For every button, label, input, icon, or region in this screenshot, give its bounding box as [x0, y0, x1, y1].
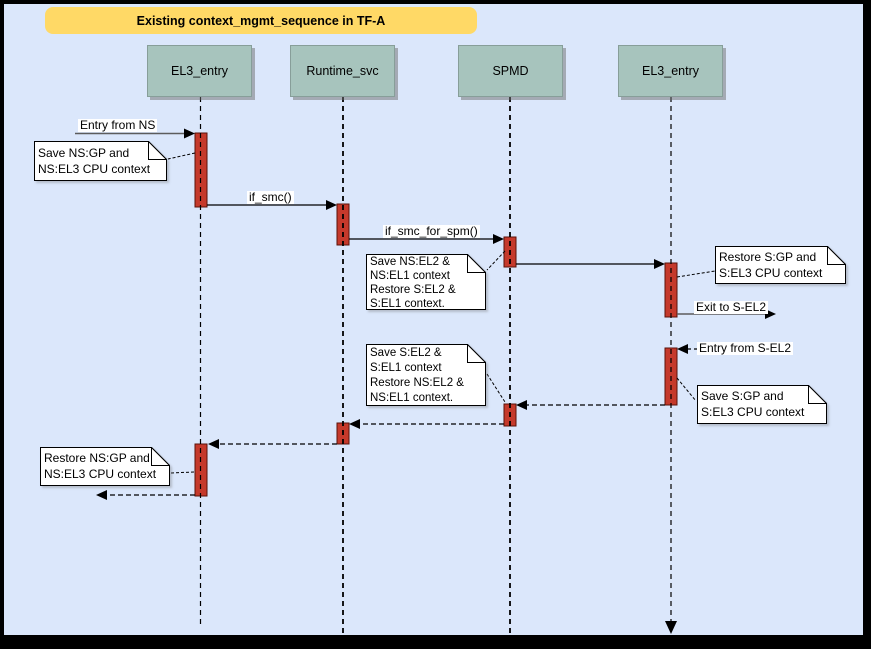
arrowhead-entry-from-sel2 — [677, 344, 688, 354]
note-shape — [715, 246, 846, 284]
lifeline-header-label: Runtime_svc — [306, 64, 379, 78]
arrowhead-entry-from-ns — [184, 128, 195, 139]
lifeline-header-spmd: SPMD — [458, 45, 563, 97]
note-fold-icon — [808, 385, 827, 404]
note-connector-6 — [169, 471, 195, 474]
note-restore-sgp: Restore S:GP and S:EL3 CPU context — [715, 246, 846, 284]
note-save-sgp: Save S:GP and S:EL3 CPU context — [697, 385, 827, 424]
note-save-nsgp: Save NS:GP and NS:EL3 CPU context — [34, 141, 167, 181]
note-connector-2 — [486, 250, 506, 271]
message-label-if-smc: if_smc() — [247, 190, 294, 204]
note-restore-nsgp: Restore NS:GP and NS:EL3 CPU context — [40, 447, 170, 486]
note-fold-icon — [148, 141, 167, 160]
note-text: Save NS:GP and NS:EL3 CPU context — [38, 146, 151, 176]
message-label-if-smc-for-spm: if_smc_for_spm() — [383, 224, 480, 238]
note-text: Restore S:GP and S:EL3 CPU context — [719, 250, 823, 280]
lifeline-header-el3-entry-left: EL3_entry — [147, 45, 252, 97]
note-connector-5 — [486, 373, 506, 403]
arrowhead-if-smc — [326, 200, 337, 210]
note-save-sel2: Save S:EL2 & S:EL1 context Restore NS:EL… — [366, 344, 486, 406]
note-save-nsel2: Save NS:EL2 & NS:EL1 context Restore S:E… — [366, 254, 486, 310]
note-fold-icon — [467, 344, 486, 363]
diagram-background — [4, 4, 863, 635]
arrowhead-if-smc-for-spm — [493, 234, 504, 244]
note-text: Restore NS:GP and NS:EL3 CPU context — [44, 451, 157, 481]
arrowhead-el3-to-spmd-return — [516, 400, 527, 410]
message-label-entry-from-ns: Entry from NS — [78, 118, 158, 132]
note-text: Save NS:EL2 & NS:EL1 context Restore S:E… — [370, 256, 456, 310]
note-shape — [366, 254, 486, 310]
lifeline-header-el3-entry-right: EL3_entry — [618, 45, 723, 97]
note-fold-icon — [827, 246, 846, 265]
lifeline-header-label: EL3_entry — [642, 64, 699, 78]
message-label-exit-to-sel2: Exit to S-EL2 — [694, 300, 769, 314]
lifeline-header-label: SPMD — [492, 64, 529, 78]
lifeline-end-arrow-icon — [665, 621, 677, 634]
note-fold-icon — [151, 447, 170, 466]
note-fold-icon — [467, 254, 486, 273]
note-shape — [34, 141, 167, 181]
note-shape — [697, 385, 827, 424]
note-connector-3 — [676, 270, 716, 278]
note-connector-1 — [167, 152, 196, 160]
arrowhead-exit-left-return — [96, 490, 107, 500]
lifeline-header-label: EL3_entry — [171, 64, 228, 78]
lifeline-header-runtime-svc: Runtime_svc — [290, 45, 395, 97]
arrowhead-spmd-to-runtime-return — [349, 419, 360, 429]
arrowhead-runtime-to-el3-return — [208, 439, 219, 449]
message-label-entry-from-sel2: Entry from S-EL2 — [697, 341, 794, 355]
diagram-title: Existing context_mgmt_sequence in TF-A — [45, 7, 477, 34]
note-shape — [366, 344, 486, 406]
note-connector-4 — [676, 377, 697, 402]
note-shape — [40, 447, 170, 486]
note-text: Save S:EL2 & S:EL1 context Restore NS:EL… — [370, 347, 464, 404]
arrowhead-spmd-to-el3 — [654, 259, 665, 269]
note-text: Save S:GP and S:EL3 CPU context — [701, 389, 805, 419]
